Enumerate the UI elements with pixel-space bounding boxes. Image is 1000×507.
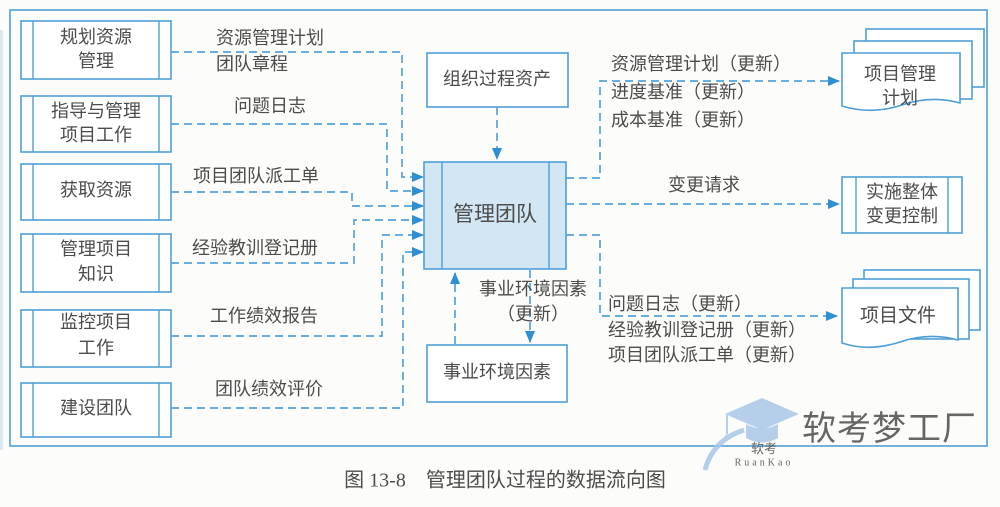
doc-label: 项目管理 bbox=[864, 64, 936, 84]
output-label: 项目团队派工单（更新） bbox=[608, 345, 806, 365]
box-label: 组织过程资产 bbox=[443, 69, 551, 89]
output-label: 问题日志（更新） bbox=[608, 294, 752, 314]
input-label: 资源管理计划 bbox=[216, 28, 324, 48]
box-label: 监控项目 bbox=[60, 312, 132, 332]
opa-box: 组织过程资产 bbox=[426, 52, 569, 108]
source-box-direct-manage-project-work: 指导与管理 项目工作 bbox=[20, 95, 172, 153]
input-label: 项目团队派工单 bbox=[193, 166, 319, 186]
source-box-plan-resource-management: 规划资源 管理 bbox=[20, 20, 172, 80]
source-box-monitor-control-project-work: 监控项目 工作 bbox=[20, 309, 172, 368]
source-box-acquire-resources: 获取资源 bbox=[20, 163, 172, 221]
output-label: 进度基准（更新） bbox=[611, 82, 755, 102]
eef-update-label: （更新） bbox=[497, 304, 569, 324]
watermark-brand: 软考梦工厂 bbox=[802, 410, 977, 448]
eef-update-label: 事业环境因素 bbox=[479, 279, 587, 299]
box-label: 指导与管理 bbox=[51, 101, 141, 121]
diagram-frame bbox=[9, 9, 988, 447]
output-label: 资源管理计划（更新） bbox=[611, 54, 791, 74]
output-label: 成本基准（更新） bbox=[611, 110, 755, 130]
box-label: 管理 bbox=[78, 51, 114, 71]
flow-team-assignments bbox=[171, 191, 424, 211]
center-process-box-manage-team: 管理团队 bbox=[423, 161, 567, 270]
box-label: 实施整体 bbox=[866, 182, 938, 202]
flow-work-performance-reports bbox=[171, 230, 424, 337]
output-label: 经验教训登记册（更新） bbox=[608, 320, 806, 340]
output-flow-arrows bbox=[566, 76, 840, 321]
flow-lessons-register bbox=[171, 215, 424, 264]
input-label: 工作绩效报告 bbox=[210, 306, 318, 326]
box-label: 管理团队 bbox=[453, 202, 537, 226]
doc-label: 计划 bbox=[882, 88, 918, 108]
box-label: 项目工作 bbox=[60, 125, 132, 145]
box-label: 规划资源 bbox=[60, 27, 132, 47]
flow-team-assessments bbox=[171, 247, 424, 409]
target-doc-project-documents: 项目文件 bbox=[841, 269, 981, 349]
eef-box: 事业环境因素 bbox=[426, 344, 568, 403]
box-label: 建设团队 bbox=[60, 398, 132, 418]
input-label: 团队章程 bbox=[216, 54, 288, 74]
box-label: 事业环境因素 bbox=[443, 362, 551, 382]
graduation-cap-icon bbox=[724, 398, 799, 443]
source-box-develop-team: 建设团队 bbox=[20, 382, 172, 438]
watermark-swoosh bbox=[702, 427, 745, 471]
watermark-logo-romanized: RuanKao bbox=[735, 457, 794, 468]
doc-label: 项目文件 bbox=[860, 304, 936, 326]
input-label: 团队绩效评价 bbox=[215, 379, 323, 399]
flow-to-project-docs bbox=[566, 234, 838, 321]
flow-issue-log bbox=[171, 123, 424, 196]
box-label: 变更控制 bbox=[866, 206, 938, 226]
flow-to-pm-plan bbox=[566, 76, 840, 179]
source-box-manage-project-knowledge: 管理项目 知识 bbox=[20, 233, 172, 293]
input-label: 问题日志 bbox=[234, 96, 306, 116]
box-label: 工作 bbox=[78, 338, 114, 358]
flow-resource-mgmt-plan bbox=[171, 51, 424, 182]
watermark: 软考 RuanKao 软考梦工厂 bbox=[702, 398, 977, 471]
box-label: 知识 bbox=[78, 264, 114, 284]
watermark-logo-text: 软考 bbox=[751, 441, 777, 456]
box-label: 获取资源 bbox=[60, 180, 132, 200]
page-edge-artifact bbox=[0, 30, 3, 450]
target-doc-pm-plan: 项目管理 计划 bbox=[841, 28, 985, 112]
target-box-perform-integrated-change-control: 实施整体 变更控制 bbox=[841, 176, 963, 234]
output-label: 变更请求 bbox=[668, 175, 740, 195]
input-flow-arrows bbox=[171, 51, 424, 409]
figure-caption: 图 13-8 管理团队过程的数据流向图 bbox=[344, 469, 666, 492]
input-label: 经验教训登记册 bbox=[192, 238, 318, 258]
box-label: 管理项目 bbox=[60, 239, 132, 259]
